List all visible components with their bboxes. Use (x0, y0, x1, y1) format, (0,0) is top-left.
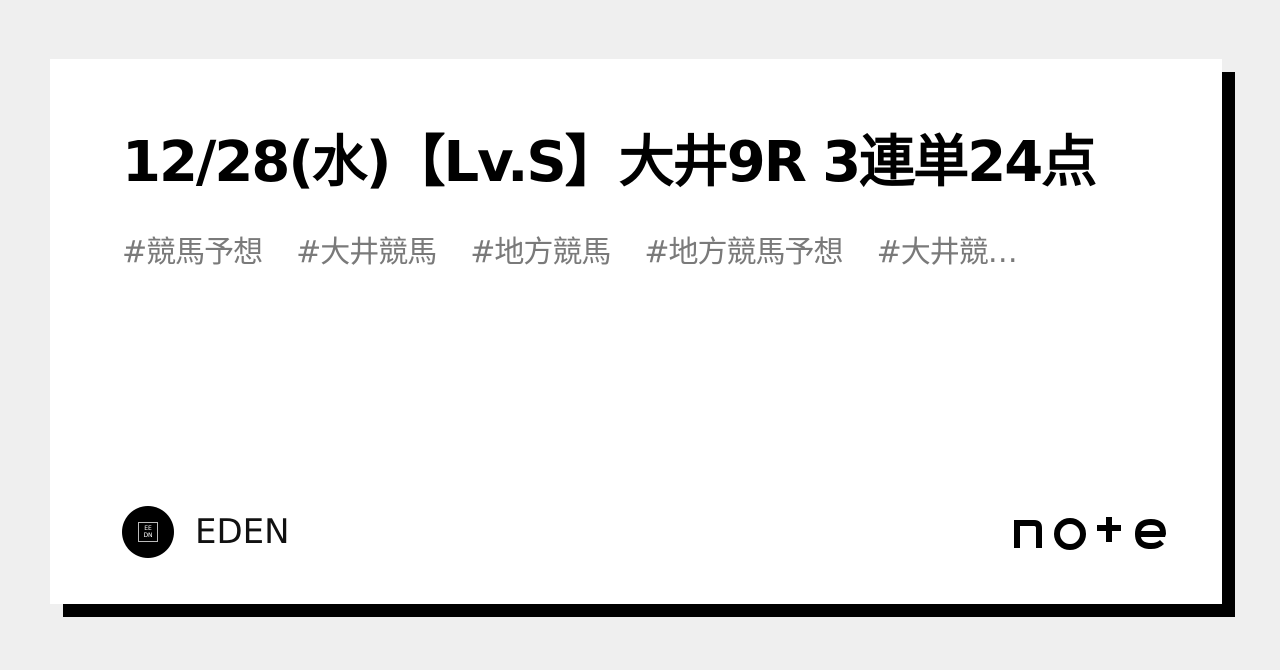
avatar-text-line1: EE (144, 525, 152, 532)
avatar-text-line2: DN (143, 532, 153, 539)
hashtag[interactable]: #競馬予想 (122, 235, 263, 270)
author[interactable]: EE DN EDEN (122, 506, 290, 558)
hashtag[interactable]: #地方競馬予想 (644, 235, 843, 270)
article-card[interactable]: 12/28(水)【Lv.S】大井9R 3連単24点 #競馬予想 #大井競馬 #地方競… (50, 59, 1222, 604)
hashtag[interactable]: #大井競… (876, 235, 1018, 270)
hashtag[interactable]: #大井競馬 (296, 235, 437, 270)
hashtag-list: #競馬予想 #大井競馬 #地方競馬 #地方競馬予想 #大井競… (122, 231, 1126, 275)
author-name: EDEN (195, 512, 290, 552)
avatar-logo-icon: EE DN (138, 522, 158, 542)
note-logo-icon (1014, 517, 1166, 550)
article-title: 12/28(水)【Lv.S】大井9R 3連単24点 (122, 130, 1097, 195)
hashtag[interactable]: #地方競馬 (470, 235, 611, 270)
avatar: EE DN (122, 506, 174, 558)
